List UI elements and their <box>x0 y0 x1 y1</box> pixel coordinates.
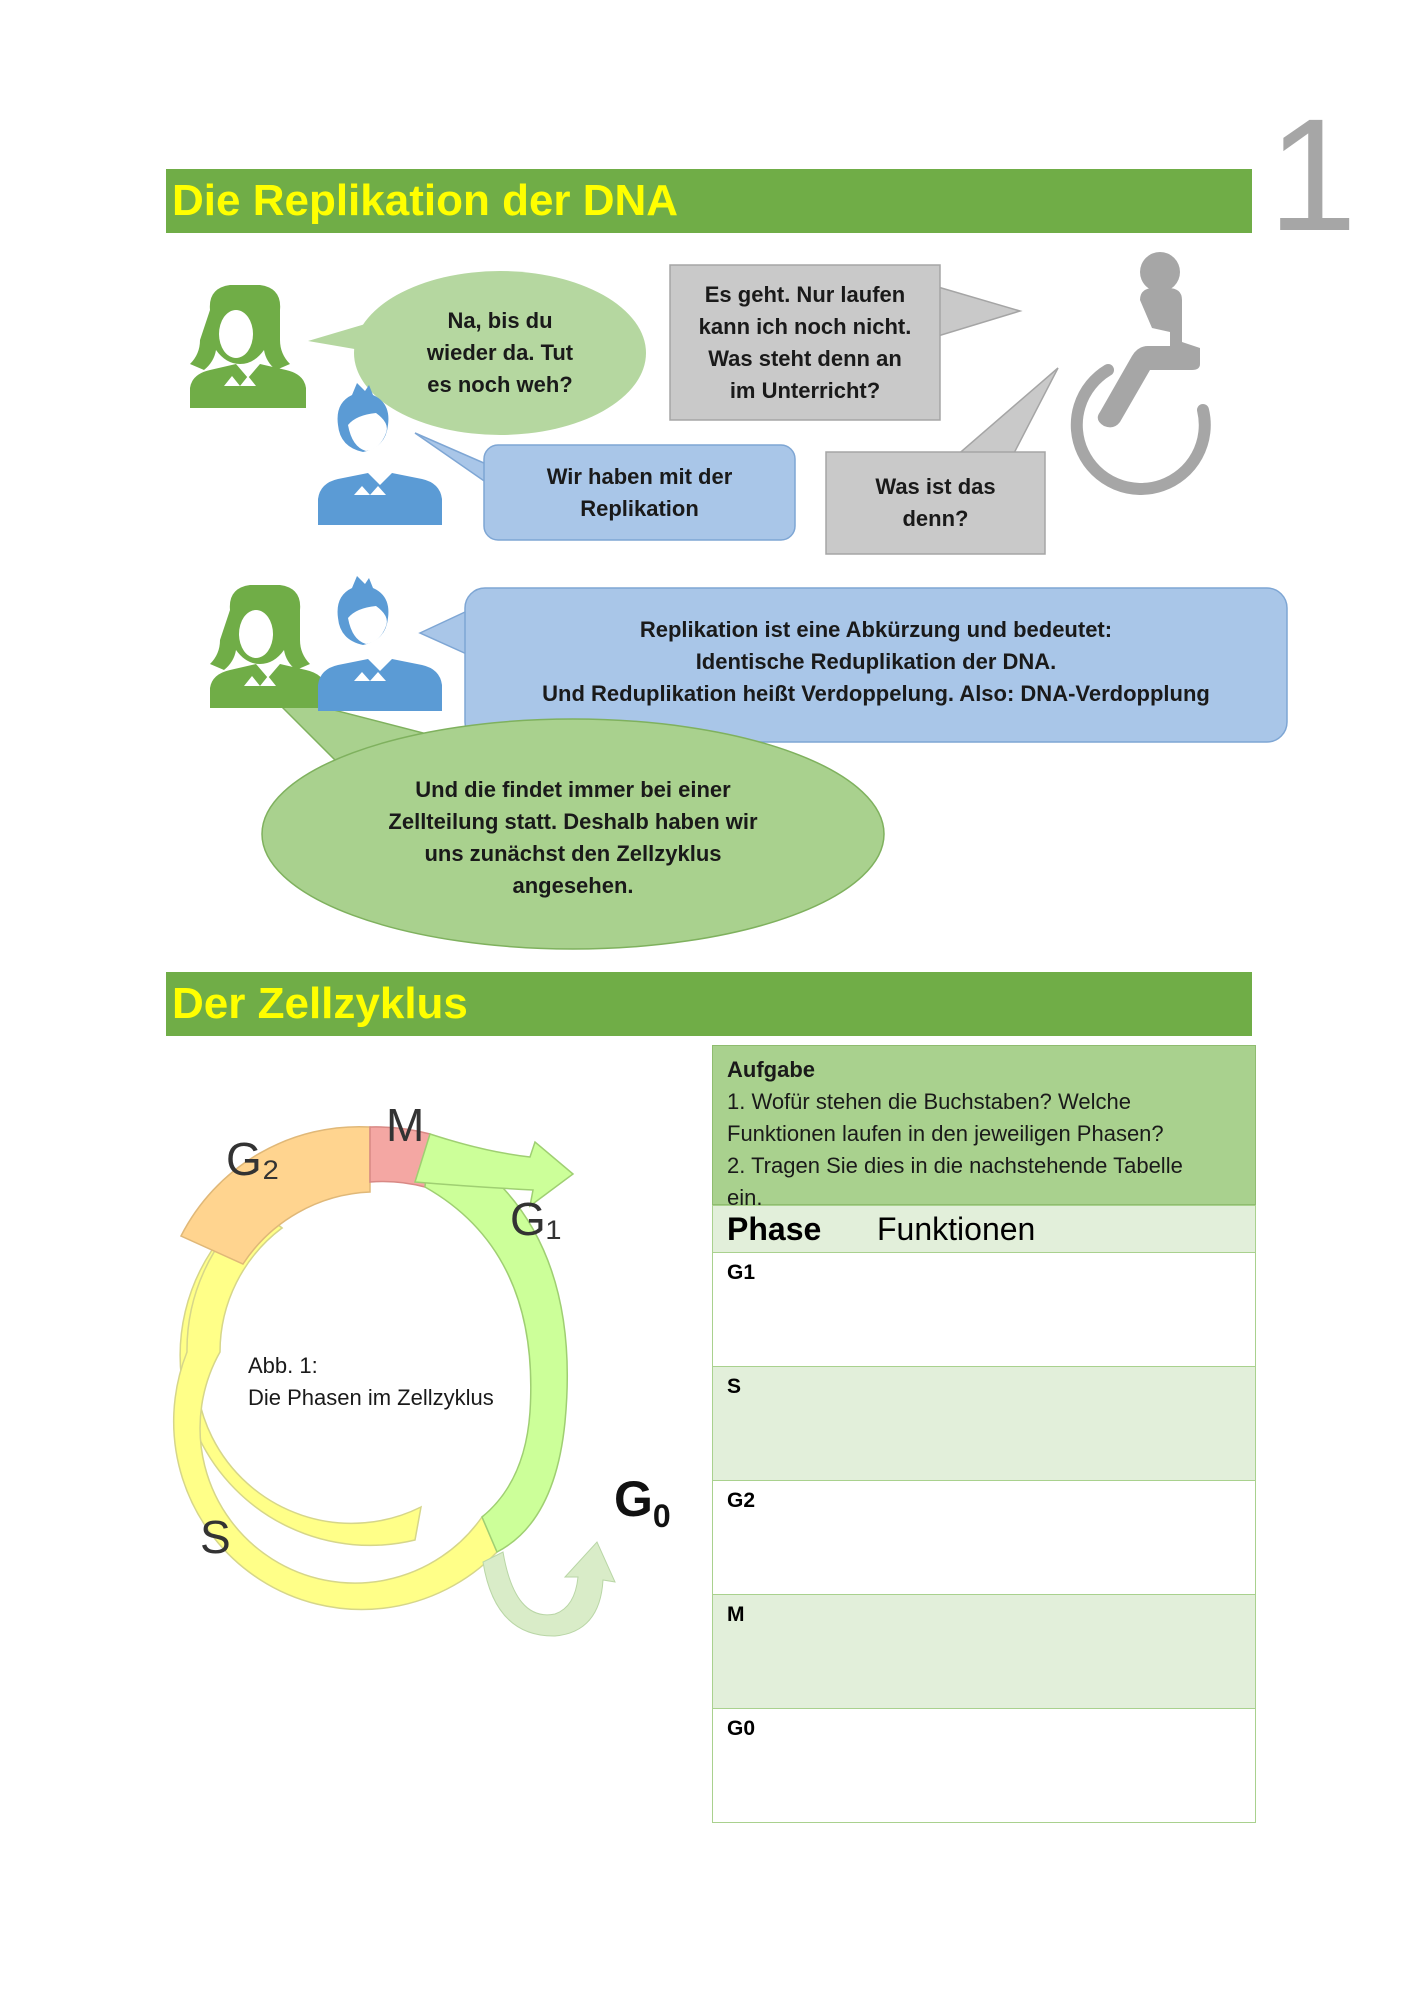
g0-loop-arrow <box>482 1541 616 1637</box>
phase-table: Phase Funktionen G1 S G2 M G0 <box>712 1205 1256 1823</box>
phase-cell: G1 <box>712 1252 873 1367</box>
wheelchair-icon <box>1097 252 1200 428</box>
functions-cell[interactable] <box>873 1366 1256 1481</box>
phase-label-g1: G₁ <box>510 1193 562 1245</box>
speech-bubble-1-shape <box>308 271 646 435</box>
table-row: M <box>712 1594 1256 1709</box>
functions-cell[interactable] <box>873 1708 1256 1823</box>
header-phase: Phase <box>712 1205 873 1253</box>
phase-g2-segment <box>179 1125 371 1265</box>
g1-exit-arrow <box>414 1133 575 1208</box>
cell-cycle-diagram <box>172 1125 616 1637</box>
speech-bubble-3-shape <box>414 432 796 541</box>
phase-label-g0: G0 <box>614 1471 671 1534</box>
speech-bubble-5-shape <box>418 587 1288 743</box>
section-title-replication: Die Replikation der DNA <box>166 169 1252 233</box>
phase-cell: G2 <box>712 1480 873 1595</box>
phase-g1-segment <box>424 1132 568 1554</box>
header-functions: Funktionen <box>873 1205 1256 1253</box>
task-line-3: 2. Tragen Sie dies in die nachstehende T… <box>727 1153 1183 1178</box>
speech-bubble-2-shape <box>669 264 1023 421</box>
functions-cell[interactable] <box>873 1594 1256 1709</box>
speech-bubble-5: Replikation ist eine Abkürzung und bedeu… <box>542 617 1210 706</box>
speech-bubble-6-shape <box>261 691 885 950</box>
table-row: G1 <box>712 1252 1256 1367</box>
table-header-row: Phase Funktionen <box>712 1205 1256 1253</box>
phase-cell: G0 <box>712 1708 873 1823</box>
phase-cell: S <box>712 1366 873 1481</box>
table-row: S <box>712 1366 1256 1481</box>
table-row: G2 <box>712 1480 1256 1595</box>
task-box: Aufgabe 1. Wofür stehen die Buchstaben? … <box>712 1045 1256 1210</box>
speech-bubble-4-shape <box>825 367 1059 555</box>
section-title-cell-cycle: Der Zellzyklus <box>166 972 1252 1036</box>
task-line-2: Funktionen laufen in den jeweiligen Phas… <box>727 1121 1164 1146</box>
task-line-1: 1. Wofür stehen die Buchstaben? Welche <box>727 1089 1131 1114</box>
phase-cell: M <box>712 1594 873 1709</box>
page-number: 1 <box>1268 85 1357 264</box>
phase-label-s: S <box>200 1511 231 1563</box>
phase-label-g2: G₂ <box>226 1133 280 1185</box>
functions-cell[interactable] <box>873 1480 1256 1595</box>
task-title: Aufgabe <box>727 1057 815 1082</box>
table-row: G0 <box>712 1708 1256 1823</box>
functions-cell[interactable] <box>873 1252 1256 1367</box>
figure-caption: Abb. 1:Die Phasen im Zellzyklus <box>248 1353 494 1410</box>
boy-icon <box>318 576 442 711</box>
phase-label-m: M <box>386 1099 425 1151</box>
dialogue-illustration <box>190 252 1288 950</box>
